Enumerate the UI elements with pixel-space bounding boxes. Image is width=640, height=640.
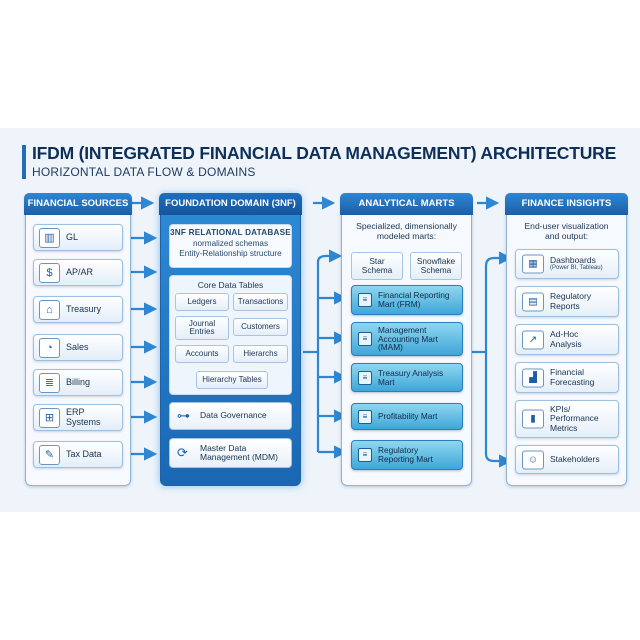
database-sync-icon: ⟳ xyxy=(177,445,188,460)
table-ledgers[interactable]: Ledgers xyxy=(175,293,229,311)
database-icon: ≡ xyxy=(358,409,372,424)
mart-label: Profitability Mart xyxy=(378,411,438,422)
tax-document-icon: ✎ xyxy=(39,445,60,465)
insight-kpis[interactable]: ▮ KPIs/ Performance Metrics xyxy=(515,400,619,438)
forecast-chart-icon: ▟ xyxy=(522,368,544,387)
table-accounts[interactable]: Accounts xyxy=(175,345,229,363)
mart-regulatory-reporting[interactable]: ≡ Regulatory Reporting Mart xyxy=(351,440,463,470)
source-label: Sales xyxy=(66,341,89,352)
source-tax-data[interactable]: ✎ Tax Data xyxy=(33,441,123,468)
finance-insights-panel: FINANCE INSIGHTS End-user visualization … xyxy=(505,193,628,486)
insight-label: Regulatory Reports xyxy=(550,291,592,311)
source-label: Billing xyxy=(66,376,91,387)
network-icon: ⊞ xyxy=(39,408,60,428)
mart-label: Treasury Analysis Mart xyxy=(378,367,444,387)
data-governance-label: Data Governance xyxy=(200,410,267,421)
source-gl[interactable]: ▥ GL xyxy=(33,224,123,251)
source-apar[interactable]: $ AP/AR xyxy=(33,259,123,286)
table-transactions[interactable]: Transactions xyxy=(233,293,288,311)
database-icon: ≡ xyxy=(358,448,372,462)
foundation-domain-panel: FOUNDATION DOMAIN (3NF) 3NF RELATIONAL D… xyxy=(159,193,302,486)
database-icon: ≡ xyxy=(358,332,372,346)
bank-icon: ⌂ xyxy=(39,300,60,320)
line-chart-icon: ↗ xyxy=(522,330,544,349)
page-subtitle: HORIZONTAL DATA FLOW & DOMAINS xyxy=(32,165,256,179)
insight-sublabel: (Power BI, Tableau) xyxy=(550,265,603,272)
insight-ad-hoc-analysis[interactable]: ↗ Ad-Hoc Analysis xyxy=(515,324,619,355)
source-treasury[interactable]: ⌂ Treasury xyxy=(33,296,123,323)
insight-label: KPIs/ Performance Metrics xyxy=(550,404,599,433)
financial-sources-panel: FINANCIAL SOURCES ▥ GL $ AP/AR ⌂ Treasur… xyxy=(24,193,132,486)
document-dollar-icon: $ xyxy=(39,263,60,283)
marts-description: Specialized, dimensionally modeled marts… xyxy=(356,221,457,241)
page-title: IFDM (INTEGRATED FINANCIAL DATA MANAGEME… xyxy=(32,143,617,163)
insight-regulatory-reports[interactable]: ▤ Regulatory Reports xyxy=(515,286,619,317)
kpi-icon: ▮ xyxy=(522,409,544,429)
insight-financial-forecasting[interactable]: ▟ Financial Forecasting xyxy=(515,362,619,393)
people-icon: ☺ xyxy=(522,450,544,469)
star-schema-card[interactable]: Star Schema xyxy=(351,252,403,280)
rdb-line-2: Entity-Relationship structure xyxy=(179,249,282,258)
mart-frm[interactable]: ≡ Financial Reporting Mart (FRM) xyxy=(351,285,463,315)
core-data-tables-title: Core Data Tables xyxy=(197,280,264,290)
source-sales[interactable]: ◔ Sales xyxy=(33,334,123,361)
dashboard-icon: ▦ xyxy=(522,254,544,274)
source-label: GL xyxy=(66,231,79,242)
source-label: ERP Systems xyxy=(66,407,101,427)
source-label: Treasury xyxy=(66,303,102,314)
report-icon: ▤ xyxy=(522,292,544,311)
mart-mam[interactable]: ≡ Management Accounting Mart (MAM) xyxy=(351,322,463,356)
data-governance-card[interactable]: ⊶ Data Governance xyxy=(169,402,292,430)
invoice-icon: ≣ xyxy=(39,373,60,393)
table-hierarchy-tables[interactable]: Hierarchy Tables xyxy=(196,371,268,389)
mart-profitability[interactable]: ≡ Profitability Mart xyxy=(351,403,463,430)
insight-label: Dashboards xyxy=(550,255,596,266)
snowflake-schema-card[interactable]: Snowflake Schema xyxy=(410,252,462,280)
rdb-line-1: normalized schemas xyxy=(192,238,269,248)
database-icon: ≡ xyxy=(358,370,372,385)
mart-label: Financial Reporting Mart (FRM) xyxy=(378,290,450,309)
bar-chart-icon: ▥ xyxy=(39,228,60,248)
table-customers[interactable]: Customers xyxy=(233,318,288,336)
mdm-label: Master Data Management (MDM) xyxy=(200,442,278,462)
analytical-marts-panel: ANALYTICAL MARTS Specialized, dimensiona… xyxy=(340,193,473,486)
source-label: Tax Data xyxy=(66,448,102,459)
diagram-canvas: IFDM (INTEGRATED FINANCIAL DATA MANAGEME… xyxy=(0,128,640,512)
table-hierarchs[interactable]: Hierarchs xyxy=(233,345,288,363)
table-journal-entries[interactable]: Journal Entries xyxy=(175,316,229,340)
title-accent-bar xyxy=(22,145,26,179)
insight-label: Ad-Hoc Analysis xyxy=(550,329,582,349)
relational-db-box[interactable]: 3NF RELATIONAL DATABASE normalized schem… xyxy=(169,224,292,268)
core-data-tables-box: Core Data Tables Ledgers Transactions Jo… xyxy=(169,275,292,395)
insights-description: End-user visualization and output: xyxy=(524,221,609,241)
source-billing[interactable]: ≣ Billing xyxy=(33,369,123,396)
mdm-card[interactable]: ⟳ Master Data Management (MDM) xyxy=(169,438,292,468)
rdb-title: 3NF RELATIONAL DATABASE xyxy=(170,228,291,237)
database-icon: ≡ xyxy=(358,293,372,307)
insight-label: Stakeholders xyxy=(550,453,600,464)
mart-label: Management Accounting Mart (MAM) xyxy=(378,324,438,353)
mart-treasury-analysis[interactable]: ≡ Treasury Analysis Mart xyxy=(351,363,463,392)
finance-insights-header: FINANCE INSIGHTS xyxy=(505,193,628,215)
financial-sources-header: FINANCIAL SOURCES xyxy=(24,193,132,215)
insight-dashboards[interactable]: ▦ Dashboards (Power BI, Tableau) xyxy=(515,249,619,279)
pie-chart-icon: ◔ xyxy=(39,338,60,358)
mart-label: Regulatory Reporting Mart xyxy=(378,445,433,464)
analytical-marts-header: ANALYTICAL MARTS xyxy=(340,193,473,215)
insight-label: Financial Forecasting xyxy=(550,367,595,387)
insight-stakeholders[interactable]: ☺ Stakeholders xyxy=(515,445,619,474)
source-label: AP/AR xyxy=(66,266,94,277)
mart-arrow-top xyxy=(316,249,343,263)
governance-hierarchy-icon: ⊶ xyxy=(177,408,190,423)
foundation-domain-header: FOUNDATION DOMAIN (3NF) xyxy=(159,193,302,215)
source-erp[interactable]: ⊞ ERP Systems xyxy=(33,404,123,431)
